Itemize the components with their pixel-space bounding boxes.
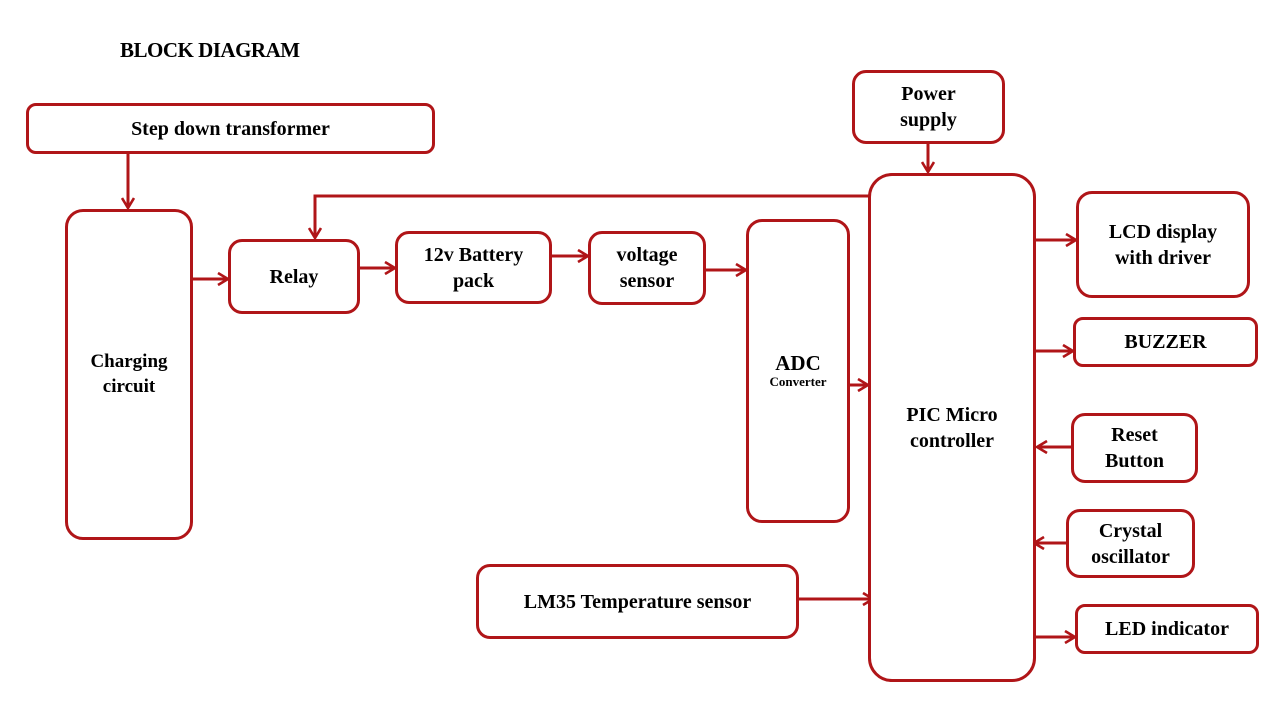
- led-indicator-label: LED indicator: [1105, 618, 1229, 640]
- pic-label-line1: PIC Micro: [906, 403, 998, 426]
- charging-circuit-label-line1: Charging: [90, 350, 168, 372]
- lm35-sensor-block: LM35 Temperature sensor: [476, 564, 799, 639]
- voltage-sensor-label-line1: voltage: [616, 244, 678, 266]
- buzzer-label: BUZZER: [1124, 331, 1207, 353]
- step-down-transformer-label: Step down transformer: [131, 117, 330, 140]
- pic-microcontroller-block: PIC Micro controller: [868, 173, 1036, 682]
- charging-circuit-label-line2: circuit: [102, 375, 156, 397]
- lcd-display-block: LCD display with driver: [1076, 191, 1250, 298]
- crystal-label-line2: oscillator: [1091, 545, 1170, 568]
- buzzer-block: BUZZER: [1073, 317, 1258, 367]
- voltage-sensor-label-line2: sensor: [619, 270, 675, 292]
- relay-label: Relay: [269, 265, 319, 288]
- relay-block: Relay: [228, 239, 360, 314]
- reset-label-line2: Button: [1105, 450, 1164, 472]
- battery-pack-block: 12v Battery pack: [395, 231, 552, 304]
- charging-circuit-block: Charging circuit: [65, 209, 193, 540]
- crystal-label-line1: Crystal: [1098, 519, 1163, 542]
- pic-label-line2: controller: [909, 429, 995, 452]
- voltage-sensor-block: voltage sensor: [588, 231, 706, 305]
- battery-pack-label-line1: 12v Battery: [423, 243, 524, 266]
- converter-label: Converter: [769, 374, 827, 390]
- reset-button-block: Reset Button: [1071, 413, 1198, 483]
- adc-label: ADC: [775, 351, 821, 376]
- crystal-oscillator-block: Crystal oscillator: [1066, 509, 1195, 578]
- lm35-label: LM35 Temperature sensor: [523, 590, 752, 613]
- reset-label-line1: Reset: [1111, 424, 1158, 446]
- power-supply-block: Power supply: [852, 70, 1005, 144]
- power-supply-label-line2: supply: [900, 109, 957, 131]
- lcd-label-line2: with driver: [1114, 246, 1212, 269]
- power-supply-label-line1: Power: [901, 83, 956, 105]
- led-indicator-block: LED indicator: [1075, 604, 1259, 654]
- diagram-title: BLOCK DIAGRAM: [120, 38, 300, 62]
- step-down-transformer-block: Step down transformer: [26, 103, 435, 154]
- battery-pack-label-line2: pack: [452, 269, 495, 292]
- lcd-label-line1: LCD display: [1108, 220, 1218, 243]
- adc-converter-block: ADC Converter: [746, 219, 850, 523]
